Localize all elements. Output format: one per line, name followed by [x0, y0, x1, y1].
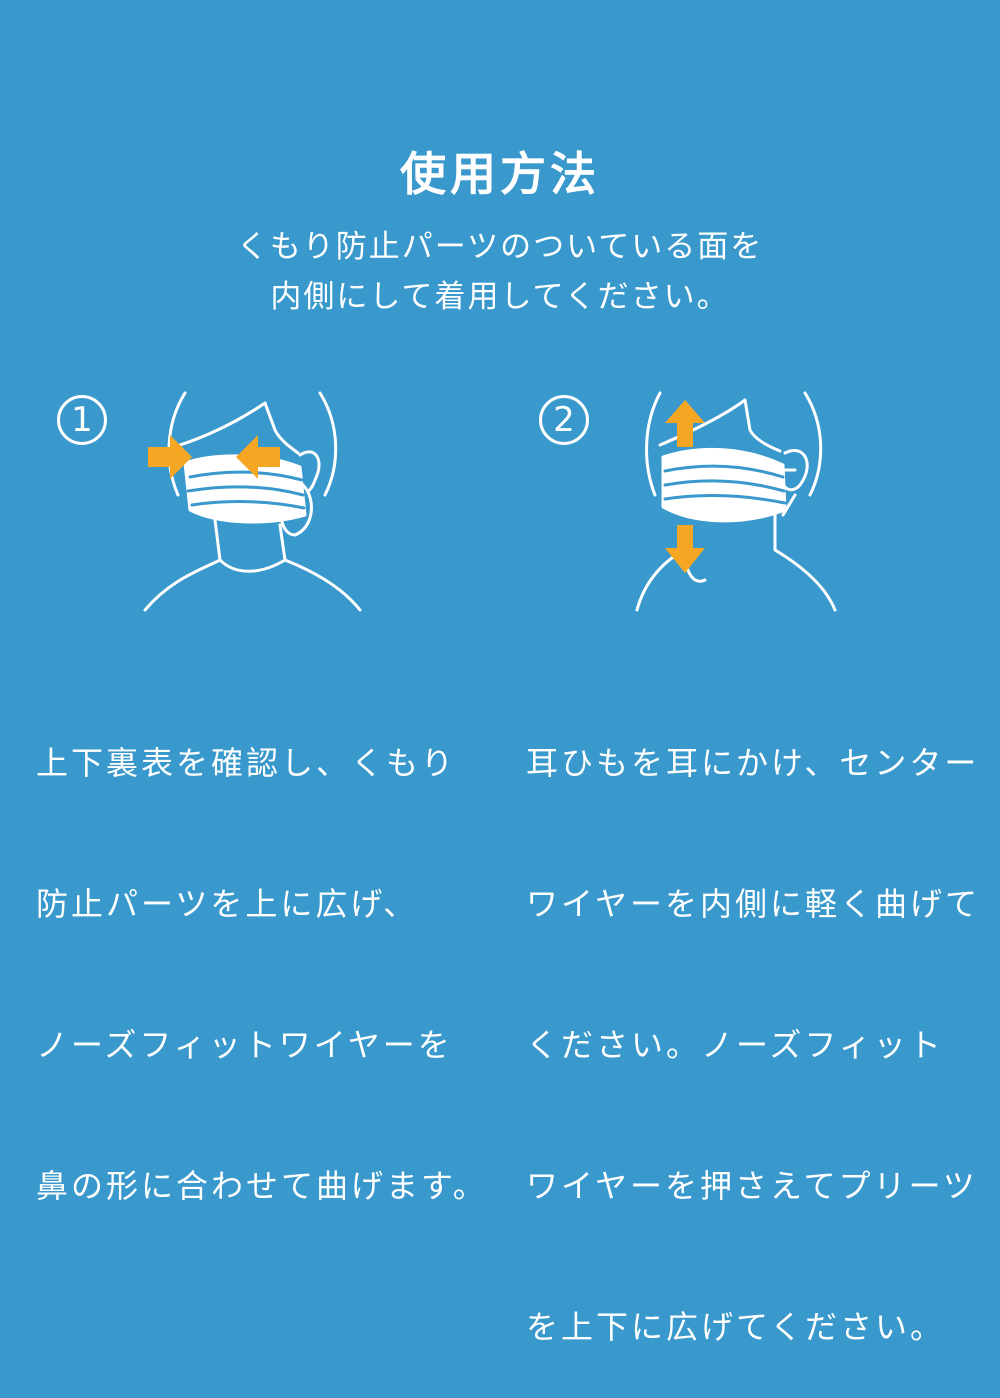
head-outline-icon — [645, 391, 662, 497]
step-2-description: 耳ひもを耳にかけ、センター ワイヤーを内側に軽く曲げて ください。ノーズフィット… — [526, 646, 980, 1398]
description-line: 防止パーツを上に広げ、 — [36, 885, 419, 923]
description-line: ワイヤーを押さえてプリーツ — [526, 1167, 978, 1205]
arrow-left-icon — [236, 435, 280, 479]
mask-icon — [661, 447, 787, 523]
intro-text: くもり防止パーツのついている面を 内側にして着用してください。 — [0, 222, 1000, 322]
arrow-down-icon — [665, 525, 705, 573]
step-1-number: 1 — [57, 395, 107, 445]
page-title: 使用方法 — [400, 147, 600, 201]
description-line: 耳ひもを耳にかけ、センター — [526, 744, 980, 782]
arrow-up-icon — [665, 400, 705, 447]
step-1-description: 上下裏表を確認し、くもり 防止パーツを上に広げ、 ノーズフィットワイヤーを 鼻の… — [36, 646, 488, 1257]
step-2-number: 2 — [539, 395, 589, 445]
description-line: ノーズフィットワイヤーを — [36, 1026, 453, 1064]
description-line: 上下裏表を確認し、くもり — [36, 744, 457, 782]
intro-line: 内側にして着用してください。 — [270, 279, 730, 315]
step-2-illustration — [635, 391, 837, 612]
description-line: ワイヤーを内側に軽く曲げて — [526, 885, 981, 923]
step-1-illustration — [143, 391, 362, 612]
description-line: を上下に広げてください。 — [526, 1308, 946, 1346]
description-line: ください。ノーズフィット — [526, 1026, 944, 1064]
head-outline-icon — [167, 391, 187, 497]
description-line: 鼻の形に合わせて曲げます。 — [36, 1167, 488, 1205]
arrow-right-icon — [148, 435, 192, 479]
intro-line: くもり防止パーツのついている面を — [236, 229, 764, 265]
